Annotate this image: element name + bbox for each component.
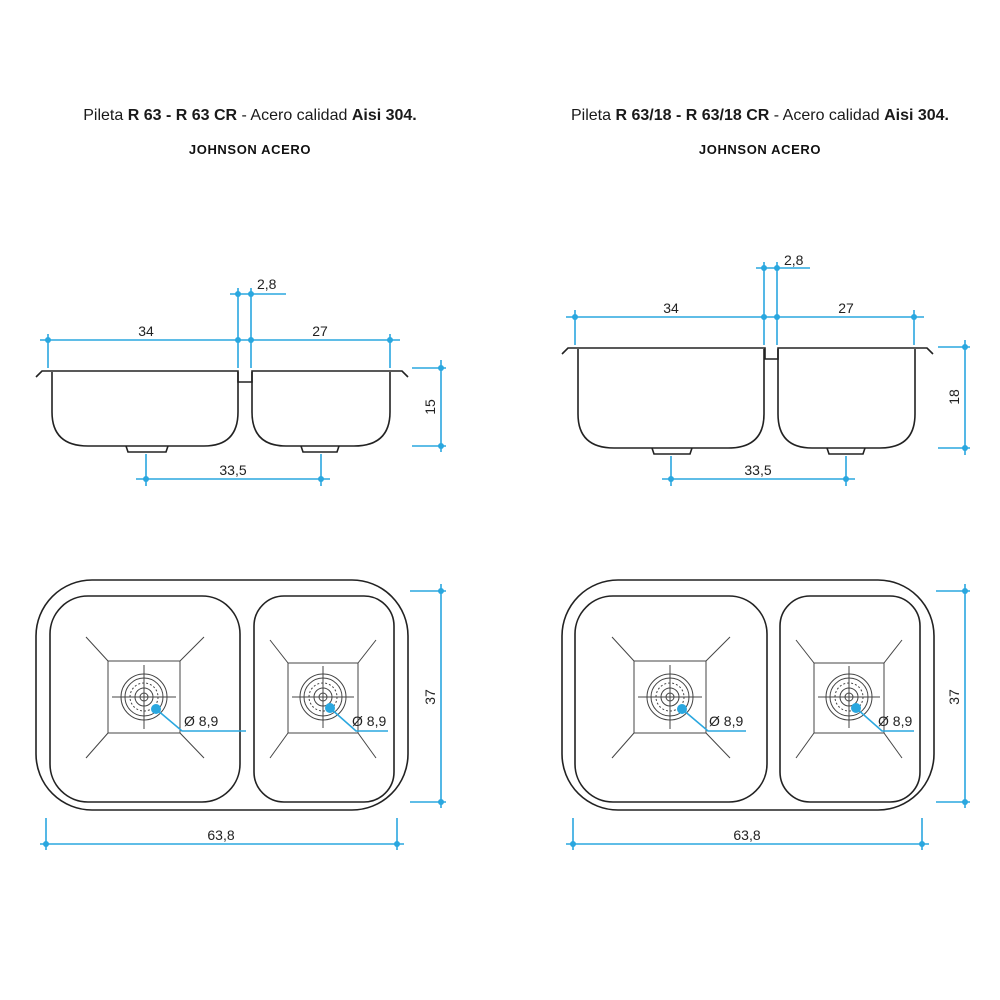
right-brand-label: JOHNSON ACERO [698, 142, 822, 157]
right-title-models: R 63/18 - R 63/18 CR [615, 107, 770, 124]
right-plan-large-bowl [574, 595, 768, 803]
right-title-prefix: Pileta [571, 107, 616, 124]
left-sink-title: Pileta R 63 - R 63 CR - Acero calidad Ai… [0, 107, 500, 125]
left-title-grade: Aisi 304. [351, 107, 417, 124]
right-dim-depth: 18 [946, 389, 962, 405]
left-dim-length: 37 [422, 689, 438, 705]
left-plan-large-bowl [49, 595, 241, 803]
left-large-bowl-section [51, 372, 239, 447]
right-plan-view: Ø 8,9 Ø 8,9 [561, 579, 935, 811]
right-plan-dimensions: 37 63,8 [566, 584, 970, 850]
left-dim-depth: 15 [422, 399, 438, 415]
right-section-outline [561, 347, 934, 360]
left-dim-2-8: 2,8 [257, 276, 277, 292]
left-section-outline [35, 370, 409, 383]
right-dim-27: 27 [838, 300, 854, 316]
left-small-drain-strainer [299, 673, 347, 721]
right-dim-2-8: 2,8 [784, 252, 804, 268]
right-dim-63-8: 63,8 [733, 827, 760, 843]
right-dim-length: 37 [946, 689, 962, 705]
right-section-dimensions: 34 27 2,8 18 33,5 [566, 252, 970, 486]
right-small-bowl-section [777, 349, 916, 449]
left-dim-34: 34 [138, 323, 154, 339]
left-large-drain-stub [125, 445, 169, 453]
right-plan-outer-rim [561, 579, 935, 811]
right-sink-title: Pileta R 63/18 - R 63/18 CR - Acero cali… [510, 107, 1000, 125]
left-small-bowl-section [251, 372, 391, 447]
right-small-drain-strainer [825, 673, 873, 721]
left-large-drain-strainer [120, 673, 168, 721]
right-side-section [561, 347, 934, 455]
left-plan-view: Ø 8,9 Ø 8,9 [35, 579, 409, 811]
left-title-models: R 63 - R 63 CR [127, 107, 238, 124]
left-title-mid: - Acero calidad [237, 107, 352, 124]
right-large-bowl-section [577, 349, 765, 449]
right-title-grade: Aisi 304. [884, 107, 949, 124]
left-dim-63-8: 63,8 [207, 827, 234, 843]
left-small-drain-stub [300, 445, 340, 453]
left-side-section [35, 370, 409, 453]
left-dim-27: 27 [312, 323, 328, 339]
left-dim-33-5: 33,5 [219, 462, 246, 478]
right-title-mid: - Acero calidad [769, 107, 885, 124]
right-dim-34: 34 [663, 300, 679, 316]
left-title-prefix: Pileta [83, 107, 128, 124]
right-drain-small-label: Ø 8,9 [878, 713, 912, 729]
left-section-dimensions: 34 27 2,8 15 33,5 [40, 276, 446, 486]
right-large-drain-stub [651, 447, 693, 455]
left-plan-dimensions: 37 63,8 [40, 584, 446, 850]
left-drain-small-label: Ø 8,9 [352, 713, 386, 729]
left-drain-large-label: Ø 8,9 [184, 713, 218, 729]
left-plan-small-bowl [253, 595, 395, 803]
right-dim-33-5: 33,5 [744, 462, 771, 478]
right-small-drain-stub [826, 447, 866, 455]
left-brand-label: JOHNSON ACERO [188, 142, 312, 157]
left-plan-outer-rim [35, 579, 409, 811]
right-drain-large-label: Ø 8,9 [709, 713, 743, 729]
right-large-drain-strainer [646, 673, 694, 721]
right-plan-small-bowl [779, 595, 921, 803]
